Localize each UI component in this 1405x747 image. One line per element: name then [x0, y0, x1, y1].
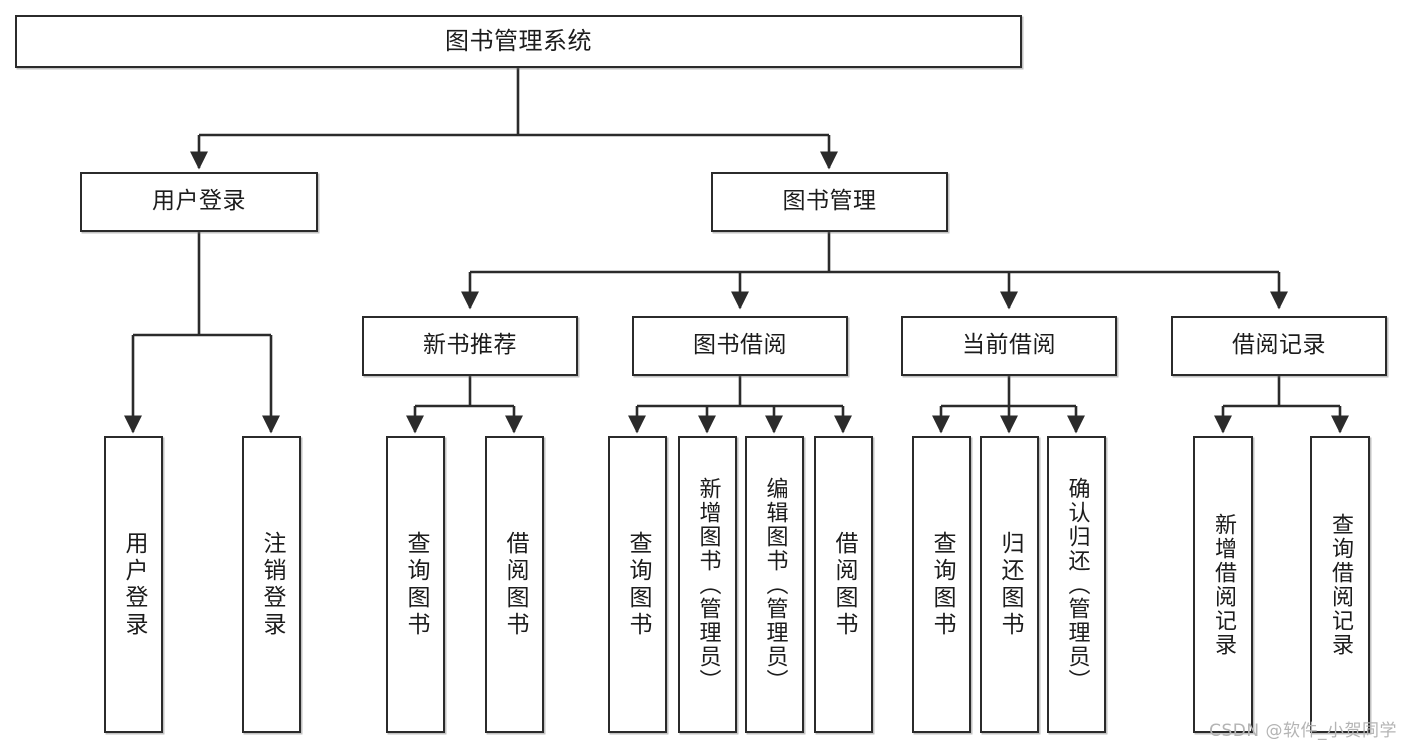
- node-label: 图书管理: [782, 188, 877, 215]
- node-label: 查询借阅记录: [1328, 512, 1353, 657]
- node-leaf-query-book-borrow[interactable]: 查询图书: [608, 436, 667, 733]
- node-label: 图书管理系统: [445, 27, 592, 56]
- watermark-csdn: CSDN @软件_小贺同学: [1209, 721, 1397, 741]
- node-book-borrow[interactable]: 图书借阅: [632, 316, 848, 376]
- node-leaf-edit-book-admin[interactable]: 编辑图书（管理员）: [745, 436, 804, 733]
- node-label: 编辑图书（管理员）: [762, 476, 788, 693]
- node-leaf-query-book-current[interactable]: 查询图书: [912, 436, 971, 733]
- node-label: 新增借阅记录: [1211, 512, 1236, 657]
- node-label: 当前借阅: [962, 332, 1056, 359]
- node-label: 图书借阅: [693, 332, 787, 359]
- node-label: 新增图书（管理员）: [695, 476, 721, 693]
- node-leaf-add-book-admin[interactable]: 新增图书（管理员）: [678, 436, 737, 733]
- node-root-book-management-system[interactable]: 图书管理系统: [15, 15, 1022, 68]
- node-leaf-query-borrow-record[interactable]: 查询借阅记录: [1310, 436, 1370, 733]
- node-book-management[interactable]: 图书管理: [711, 172, 948, 232]
- node-leaf-query-book-recommend[interactable]: 查询图书: [386, 436, 445, 733]
- node-new-book-recommend[interactable]: 新书推荐: [362, 316, 578, 376]
- node-leaf-user-login[interactable]: 用户登录: [104, 436, 163, 733]
- node-leaf-return-book[interactable]: 归还图书: [980, 436, 1039, 733]
- node-label: 查询图书: [403, 530, 429, 639]
- node-label: 新书推荐: [423, 332, 517, 359]
- node-leaf-confirm-return-admin[interactable]: 确认归还（管理员）: [1047, 436, 1106, 733]
- node-label: 用户登录: [152, 188, 246, 215]
- node-label: 归还图书: [997, 530, 1023, 639]
- node-leaf-borrow-book[interactable]: 借阅图书: [814, 436, 873, 733]
- node-label: 借阅记录: [1232, 332, 1326, 359]
- node-label: 查询图书: [929, 530, 955, 639]
- node-label: 用户登录: [121, 530, 147, 639]
- node-current-borrow[interactable]: 当前借阅: [901, 316, 1117, 376]
- node-label: 借阅图书: [831, 530, 857, 639]
- node-label: 查询图书: [625, 530, 651, 639]
- node-borrow-record[interactable]: 借阅记录: [1171, 316, 1387, 376]
- node-label: 确认归还（管理员）: [1064, 476, 1090, 693]
- node-leaf-add-borrow-record[interactable]: 新增借阅记录: [1193, 436, 1253, 733]
- node-user-login[interactable]: 用户登录: [80, 172, 318, 232]
- node-label: 注销登录: [259, 530, 285, 639]
- node-leaf-borrow-book-recommend[interactable]: 借阅图书: [485, 436, 544, 733]
- node-leaf-logout[interactable]: 注销登录: [242, 436, 301, 733]
- node-label: 借阅图书: [502, 530, 528, 639]
